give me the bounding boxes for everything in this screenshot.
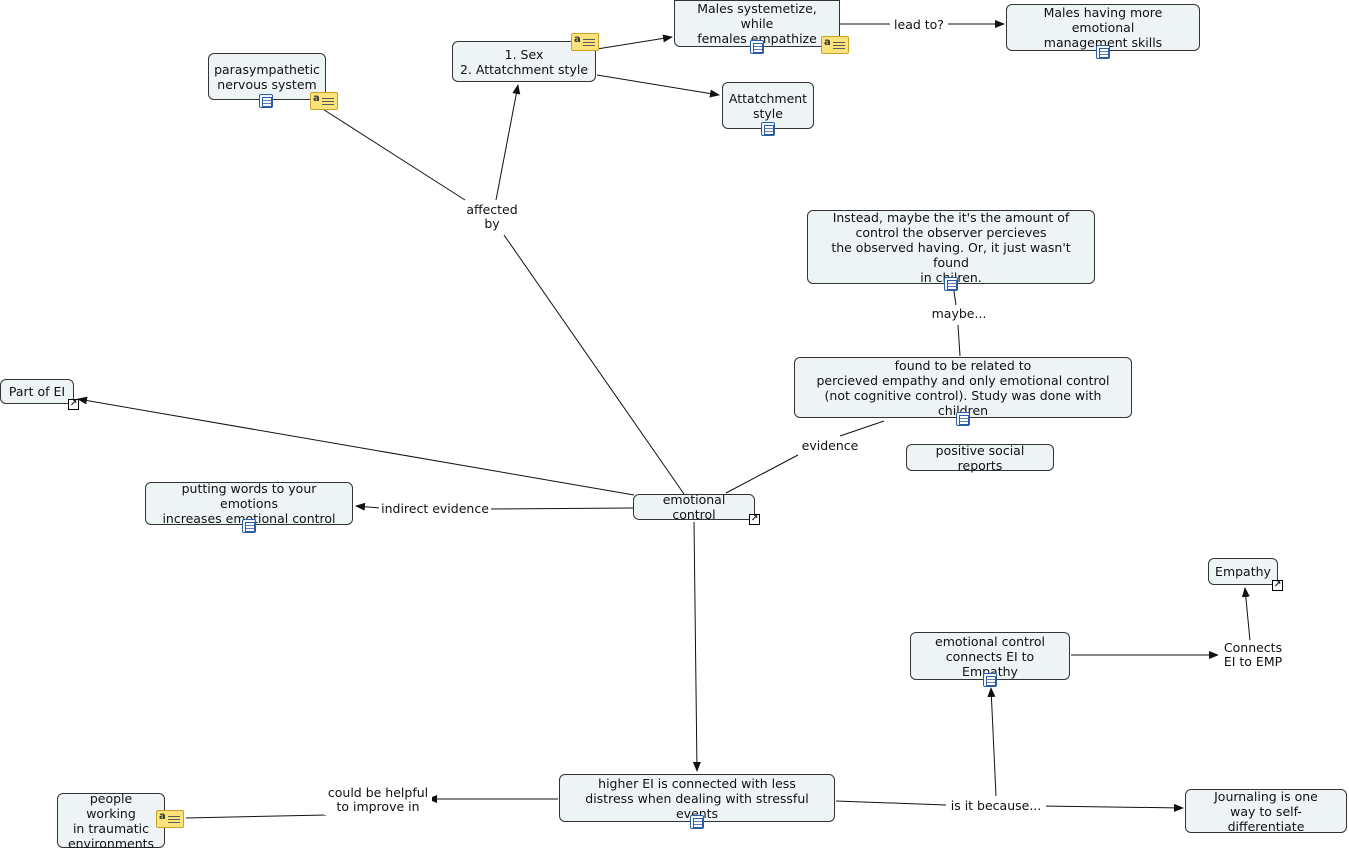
node-instead-maybe[interactable]: Instead, maybe the it's the amount of co… — [807, 210, 1095, 285]
node-higher-ei[interactable]: higher EI is connected with less distres… — [559, 774, 835, 822]
link-arrow-icon[interactable]: ↗ — [1272, 580, 1283, 591]
label-maybe: maybe... — [926, 306, 992, 322]
node-parasympathetic[interactable]: parasympathetic nervous system — [208, 53, 326, 100]
node-positive-social[interactable]: positive social reports — [906, 443, 1054, 473]
node-males-emotional[interactable]: Males having more emotional management s… — [1006, 4, 1200, 51]
node-males-systemetize[interactable]: Males systemetize, while females empathi… — [674, 0, 840, 47]
label-lead-to: lead to? — [890, 17, 948, 33]
document-icon[interactable] — [750, 40, 764, 54]
document-icon[interactable] — [956, 412, 970, 426]
node-ec-connects[interactable]: emotional control connects EI to Empathy — [910, 632, 1070, 680]
label-indirect-evidence: indirect evidence — [379, 501, 491, 517]
document-icon[interactable] — [761, 122, 775, 136]
label-evidence: evidence — [798, 438, 862, 454]
line-found-maybe — [957, 324, 961, 357]
label-connects-ei-emp: Connects EI to EMP — [1218, 640, 1288, 670]
line-affected-sex — [495, 84, 521, 201]
node-people-working[interactable]: people working in traumatic environments — [57, 791, 165, 851]
line-ec-partofei — [77, 396, 635, 496]
line-sex-attachment — [596, 74, 720, 98]
node-putting-words[interactable]: putting words to your emotions increases… — [145, 481, 353, 526]
line-sex-males — [596, 34, 673, 50]
document-icon[interactable] — [242, 519, 256, 533]
node-found-related[interactable]: found to be related to percieved empathy… — [794, 357, 1132, 418]
node-sex-attachment[interactable]: 1. Sex 2. Attatchment style — [452, 41, 596, 82]
line-indirect-putting — [355, 502, 381, 511]
document-icon[interactable] — [983, 673, 997, 687]
node-attatchment-style[interactable]: Attatchment style — [722, 82, 814, 129]
label-is-it-because: is it because... — [946, 798, 1046, 814]
line-because-journaling — [1040, 803, 1184, 812]
document-icon[interactable] — [690, 815, 704, 829]
line-evidence-found — [839, 420, 885, 437]
document-icon[interactable] — [259, 94, 273, 108]
line-higherei-because — [835, 800, 947, 806]
node-emotional-control[interactable]: emotional control — [633, 492, 755, 522]
line-ec-evidence — [725, 454, 799, 494]
node-empathy[interactable]: Empathy — [1208, 558, 1278, 585]
line-helpful-people — [185, 814, 327, 819]
link-arrow-icon[interactable]: ↗ — [68, 399, 79, 410]
note-icon[interactable]: a — [310, 92, 338, 110]
label-could-be-helpful: could be helpful to improve in — [324, 785, 432, 815]
link-arrow-icon[interactable]: ↗ — [749, 514, 760, 525]
label-affected-by: affected by — [462, 202, 522, 232]
note-icon[interactable]: a — [821, 36, 849, 54]
line-ec-affected — [503, 234, 685, 495]
line-ec-indirect — [487, 507, 634, 510]
document-icon[interactable] — [1096, 45, 1110, 59]
note-icon[interactable]: a — [571, 33, 599, 51]
note-icon[interactable]: a — [156, 810, 184, 828]
line-affected-parasympathetic — [317, 105, 466, 201]
line-because-ecconnects — [987, 687, 997, 797]
node-part-of-ei[interactable]: Part of EI — [0, 379, 74, 404]
line-ec-higherei — [692, 521, 701, 772]
node-journaling[interactable]: Journaling is one way to self-differenti… — [1185, 789, 1347, 834]
line-connects-empathy — [1241, 587, 1251, 642]
document-icon[interactable] — [944, 277, 958, 291]
